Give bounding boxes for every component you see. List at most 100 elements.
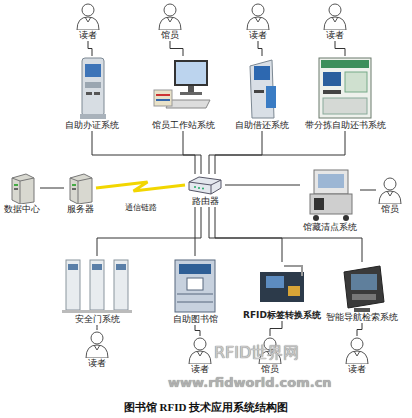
node-label: 数据中心 <box>4 204 40 215</box>
illustration-part <box>254 66 270 80</box>
illustration-part <box>94 345 100 350</box>
connector <box>209 131 262 174</box>
illustration-part <box>379 191 401 204</box>
illustration-part <box>266 86 276 108</box>
illustration-part <box>194 338 206 350</box>
system-node: 馆员工作站系统 <box>150 56 216 131</box>
system-node: 服务器 <box>64 172 96 215</box>
node-label: 读者 <box>249 30 267 41</box>
illustration-part <box>247 17 269 30</box>
illustration-part <box>72 188 76 190</box>
illustration-part <box>159 17 181 30</box>
system-node: 智能导航检索系统 <box>326 262 398 323</box>
illustration-part <box>354 351 360 356</box>
illustration-part <box>82 58 104 116</box>
person-node: 读者 <box>74 2 102 41</box>
illustration-part <box>351 274 377 290</box>
illustration-part <box>12 178 34 204</box>
connector <box>97 325 98 330</box>
device-illustration <box>300 166 360 222</box>
illustration-part <box>85 82 101 88</box>
connector <box>195 207 201 256</box>
person-node: 馆员 <box>156 2 184 41</box>
illustration-part <box>319 58 371 118</box>
illustration-part <box>167 17 173 22</box>
illustration-part <box>321 60 369 68</box>
person-node: 读者 <box>244 2 272 41</box>
illustration-part <box>351 338 363 350</box>
person-icon <box>186 336 214 364</box>
illustration-part <box>85 64 101 77</box>
illustration-part <box>116 264 126 270</box>
illustration-part <box>156 99 170 101</box>
illustration-part <box>343 215 349 221</box>
edge-label: 通信链路 <box>125 203 157 213</box>
node-label: 读者 <box>326 30 344 41</box>
illustration-part <box>91 332 103 344</box>
node-label: 服务器 <box>67 204 94 215</box>
watermark: RFID世界网 <box>214 344 299 362</box>
illustration-part <box>82 4 94 16</box>
illustration-part <box>345 72 367 92</box>
illustration-part <box>354 308 370 312</box>
illustration-part <box>288 286 300 296</box>
illustration-part <box>179 264 211 274</box>
node-label: 馆员工作站系统 <box>152 120 215 131</box>
node-label: 读者 <box>348 364 366 375</box>
illustration-part <box>254 90 264 93</box>
person-node: 读者 <box>321 2 349 41</box>
illustration-part <box>70 178 92 204</box>
connector <box>92 131 195 174</box>
node-label: 路由器 <box>192 196 219 207</box>
connector <box>258 41 262 56</box>
illustration-part <box>202 188 204 190</box>
system-node: 安全门系统 <box>60 256 134 325</box>
node-label: 自助图书馆 <box>173 314 218 325</box>
illustration-part <box>80 114 106 119</box>
device-illustration <box>167 256 223 314</box>
illustration-part <box>175 260 215 312</box>
connector <box>170 41 183 56</box>
system-node: 数据中心 <box>4 172 40 215</box>
connector <box>88 41 92 56</box>
caption: 图书馆 RFID 技术应用系统结构图 <box>0 401 412 414</box>
illustration-part <box>189 177 221 194</box>
device-illustration <box>313 56 377 120</box>
system-node: 路由器 <box>185 174 225 207</box>
illustration-part <box>266 276 284 288</box>
node-label: 馆藏清点系统 <box>303 222 357 233</box>
illustration-part <box>323 98 367 114</box>
illustration-part <box>344 266 384 308</box>
illustration-part <box>284 266 302 276</box>
illustration-part <box>94 92 100 95</box>
node-label: 读者 <box>79 30 97 41</box>
device-illustration <box>64 172 96 204</box>
person-icon <box>321 2 349 30</box>
illustration-part <box>324 17 346 30</box>
connector <box>183 131 201 174</box>
illustration-part <box>313 215 319 221</box>
connector <box>195 325 200 336</box>
illustration-part <box>310 194 352 214</box>
illustration-part <box>176 62 206 84</box>
system-node: RFID标签转换系统 <box>243 262 321 321</box>
connector <box>225 185 300 186</box>
illustration-part <box>329 4 341 16</box>
illustration-part <box>189 180 221 194</box>
illustration-part <box>72 184 76 186</box>
system-node: 自助图书馆 <box>167 256 223 325</box>
device-illustration <box>254 262 310 310</box>
illustration-part <box>62 310 132 313</box>
illustration-part <box>14 184 18 186</box>
illustration-part <box>180 92 202 95</box>
illustration-part <box>77 17 99 30</box>
illustration-part <box>68 264 78 270</box>
illustration-part <box>90 260 104 310</box>
node-label: 读者 <box>88 358 106 369</box>
illustration-part <box>166 100 210 108</box>
device-illustration <box>70 56 114 120</box>
node-label: 自助办证系统 <box>65 120 119 131</box>
illustration-part <box>154 90 172 106</box>
illustration-part <box>252 4 264 16</box>
